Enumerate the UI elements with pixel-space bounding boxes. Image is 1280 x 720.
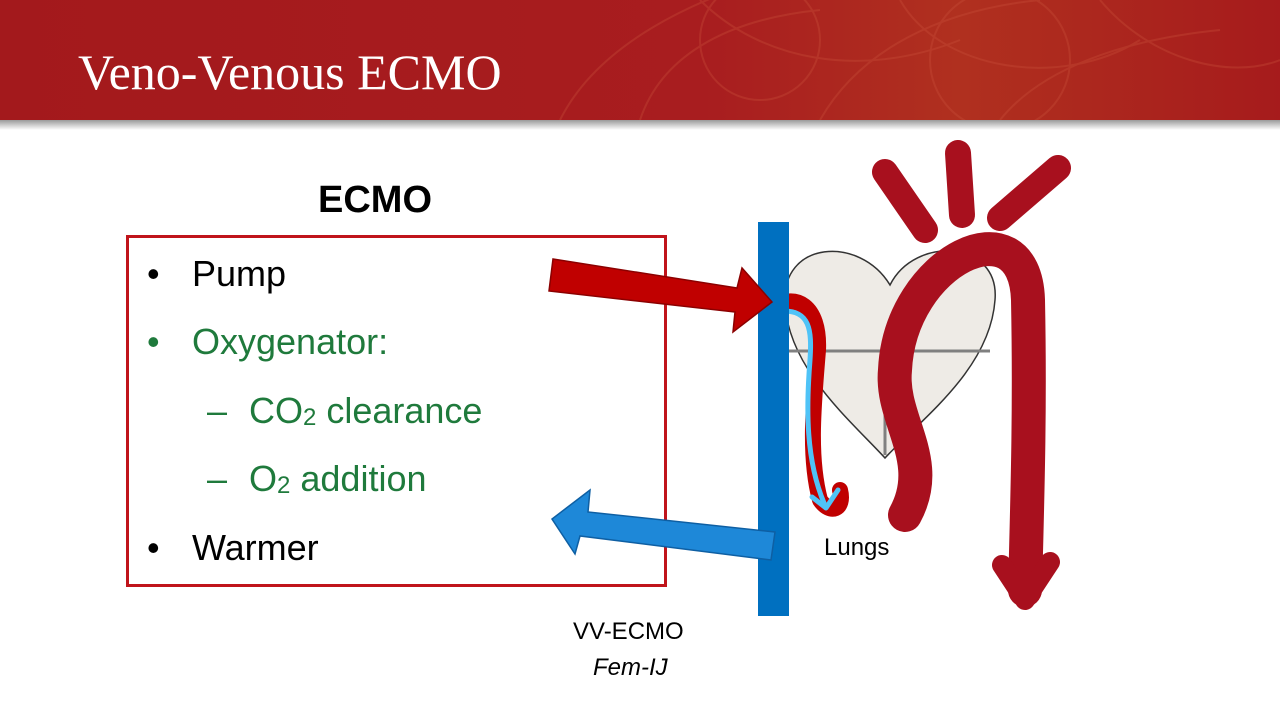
slide-title: Veno-Venous ECMO (78, 44, 502, 100)
mode-label: VV-ECMO (573, 618, 684, 645)
title-banner: Veno-Venous ECMO (0, 0, 1280, 120)
bullet-text: Warmer (192, 527, 319, 568)
banner-pattern (559, 0, 1280, 120)
sub-bullet-marker: – (207, 458, 228, 499)
bullet-marker: • (147, 321, 160, 362)
ecmo-heading: ECMO (318, 179, 432, 221)
bullet-marker: • (147, 527, 160, 568)
drainage-arrow (548, 258, 774, 334)
return-arrow (550, 488, 776, 561)
aorta (872, 140, 1071, 610)
lungs-label: Lungs (824, 534, 890, 561)
access-label: Fem-IJ (593, 654, 668, 681)
bullet-text: Pump (192, 253, 287, 294)
sub-bullet-text: O2 addition (249, 458, 427, 499)
bullet-text: Oxygenator: (192, 321, 389, 362)
sub-bullet-marker: – (207, 390, 228, 431)
lung-flow-path (764, 293, 849, 517)
sub-bullet-text: CO2 clearance (249, 390, 483, 431)
bullet-marker: • (147, 253, 160, 294)
banner-shadow (0, 120, 1280, 130)
